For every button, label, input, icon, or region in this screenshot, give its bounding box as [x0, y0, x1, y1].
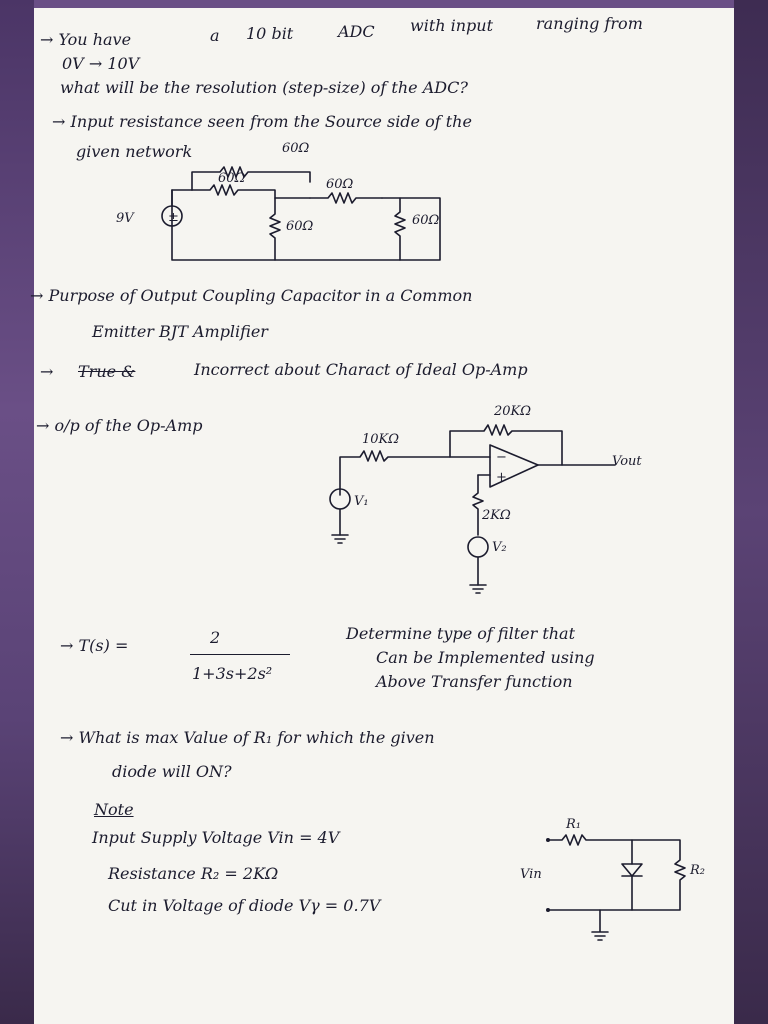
q1-adc: ADC — [338, 22, 375, 41]
q6-det1: Determine type of filter that — [346, 624, 576, 643]
r-top-label: 60Ω — [282, 141, 310, 156]
q6-det2: Can be Implemented using — [376, 648, 595, 667]
r-shunt1-label: 60Ω — [286, 219, 314, 234]
q7-line1: → What is max Value of R₁ for which the … — [60, 728, 435, 747]
notebook-edge-right — [734, 0, 768, 1024]
q7-note3: Cut in Voltage of diode Vγ = 0.7V — [108, 896, 381, 915]
q4-struck: True & — [78, 362, 136, 381]
q6-denominator: 1+3s+2s² — [192, 664, 273, 683]
q7-line2: diode will ON? — [112, 762, 232, 781]
source-label: 9V — [116, 211, 135, 226]
q1-10bit: 10 bit — [246, 24, 294, 43]
q7-note1: Input Supply Voltage Vin = 4V — [92, 828, 340, 847]
r-in-label: 10KΩ — [362, 432, 399, 447]
fraction-bar — [190, 654, 290, 655]
q7-note2: Resistance R₂ = 2KΩ — [108, 864, 279, 883]
q3-line2: Emitter BJT Amplifier — [92, 322, 268, 341]
notebook-edge-left — [0, 0, 34, 1024]
source-v2-icon — [467, 536, 489, 558]
r-f-label: 20KΩ — [493, 404, 531, 419]
r-mid-label: 60Ω — [326, 177, 354, 192]
q1-you-have: → You have — [40, 30, 132, 49]
opamp-plus: + — [496, 470, 507, 485]
q2-line1: → Input resistance seen from the Source … — [52, 112, 472, 131]
notebook-page — [34, 0, 734, 1024]
q5-line: → o/p of the Op-Amp — [36, 416, 203, 435]
source-polarity: ± — [168, 210, 179, 225]
v1-label: V₁ — [354, 494, 369, 509]
q1-with-input: with input — [410, 16, 494, 35]
v2-label: V₂ — [492, 540, 507, 555]
q1-question: what will be the resolution (step-size) … — [60, 78, 468, 97]
q6-numerator: 2 — [210, 628, 221, 647]
q1-range: 0V → 10V — [62, 54, 140, 73]
q6-label: → T(s) = — [60, 636, 129, 655]
resistor-network-diagram: ± 9V 60Ω 60Ω 60Ω 60Ω 60Ω — [116, 141, 441, 261]
notebook-edge-top — [34, 0, 734, 8]
opamp-minus: − — [496, 450, 507, 465]
r-shunt2-label: 60Ω — [412, 213, 440, 228]
q3-line1: → Purpose of Output Coupling Capacitor i… — [30, 286, 473, 305]
r-g-label: 2KΩ — [481, 508, 511, 523]
diode-circuit-diagram: R₁ R₂ Vin — [520, 817, 705, 941]
q4-arrow: → — [40, 362, 54, 381]
q4-text: Incorrect about Charact of Ideal Op-Amp — [194, 360, 528, 379]
r-left-label: 60Ω — [218, 171, 246, 186]
q1-ranging-from: ranging from — [536, 14, 643, 33]
opamp-diagram: − + 10KΩ 20KΩ 2KΩ V₁ V₂ Vout — [329, 404, 642, 594]
q7-note-title: Note — [94, 800, 134, 819]
vin-label: Vin — [520, 867, 542, 882]
q2-line2: given network — [76, 142, 193, 161]
q6-det3: Above Transfer function — [376, 672, 573, 691]
r2-label: R₂ — [689, 863, 705, 878]
r1-label: R₁ — [565, 817, 581, 832]
vout-label: Vout — [612, 454, 642, 469]
q1-a: a — [210, 26, 220, 45]
